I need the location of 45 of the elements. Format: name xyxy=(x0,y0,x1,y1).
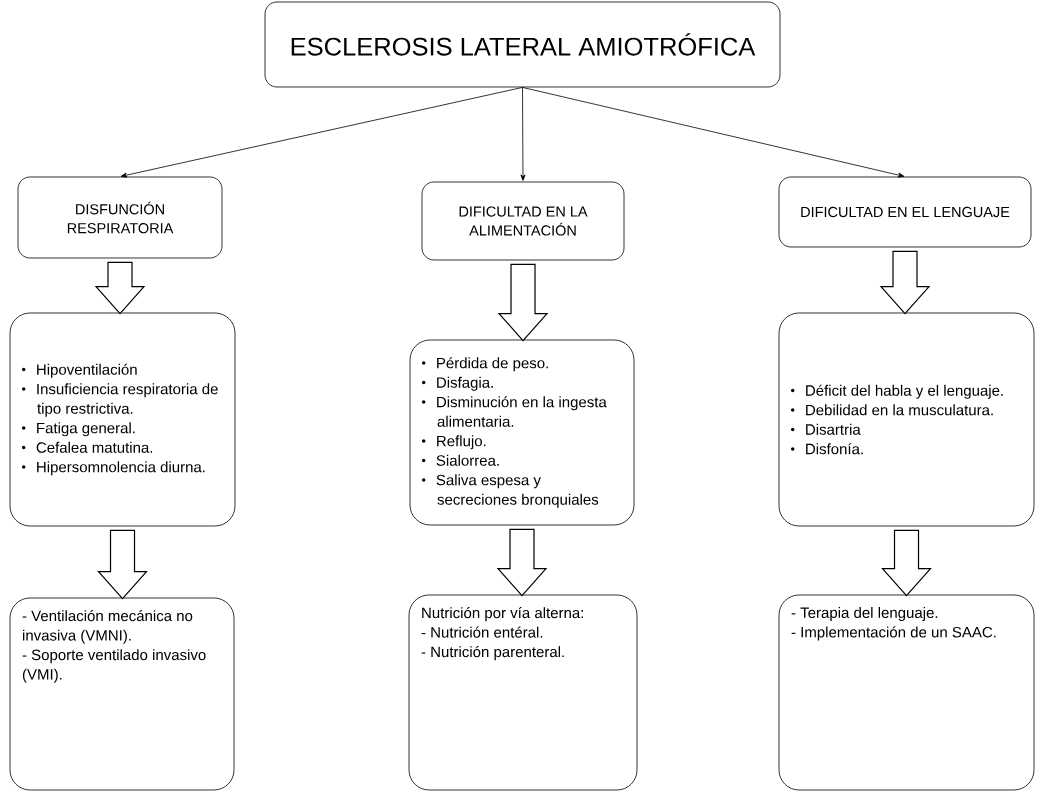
list-item: - Implementación de un SAAC. xyxy=(791,626,996,641)
heading-text: DIFICULTAD EN LA ALIMENTACIÓN xyxy=(459,206,588,236)
block-arrow xyxy=(97,529,148,600)
list-item: - Terapia del lenguaje. xyxy=(791,607,938,621)
rounded-box xyxy=(778,594,1035,791)
rounded-box xyxy=(9,312,236,527)
block-arrow xyxy=(94,261,146,315)
arrow xyxy=(520,87,526,181)
rounded-box xyxy=(778,176,1032,248)
list-item: - Ventilación mecánica no invasiva (VMNI). xyxy=(22,610,193,644)
list-item: Insuficiencia respiratoria de tipo restrictiva. xyxy=(37,383,218,417)
list-item: Disfagia. xyxy=(437,376,493,391)
list-item: Fatiga general. xyxy=(37,422,135,437)
list-item: Reflujo. xyxy=(437,435,486,450)
list-item: Saliva espesa y secreciones bronquiales xyxy=(436,474,599,508)
arrow xyxy=(522,87,905,178)
list-item: Sialorrea. xyxy=(436,454,499,466)
arrow xyxy=(120,87,523,178)
list-item: Disminución en la ingesta alimentaria. xyxy=(437,396,607,427)
list-item: Disartria xyxy=(806,423,861,435)
list-item: Debilidad en la musculatura. xyxy=(806,404,993,416)
block-arrow xyxy=(881,529,932,597)
rounded-box xyxy=(408,594,638,791)
list-item: - Soporte ventilado invasivo (VMI). xyxy=(22,649,206,683)
heading-text: ESCLEROSIS LATERAL AMIOTRÓFICA xyxy=(291,33,756,56)
heading-text: DIFICULTAD EN EL LENGUAJE xyxy=(801,206,1010,218)
list-item: Cefalea matutina. xyxy=(36,441,153,453)
list-item: - Nutrición parenteral. xyxy=(421,646,564,661)
list-item: Hipoventilación xyxy=(37,363,137,378)
block-arrow xyxy=(497,263,549,342)
list-item: Pérdida de peso. xyxy=(437,357,548,372)
list-item: Disfonía. xyxy=(806,443,863,455)
rounded-box xyxy=(9,597,235,791)
list-item: Déficit del habla y el lenguaje. xyxy=(806,384,1003,399)
block-arrow xyxy=(496,528,548,597)
rounded-box xyxy=(778,312,1035,527)
rounded-box xyxy=(17,176,223,259)
rounded-box xyxy=(409,339,635,526)
list-item: Hipersomnolencia diurna. xyxy=(37,461,205,476)
heading-text: DISFUNCIÓN RESPIRATORIA xyxy=(67,201,174,234)
rounded-box xyxy=(264,1,781,88)
list-item: - Nutrición entéral. xyxy=(421,626,543,638)
list-item: Nutrición por vía alterna: xyxy=(422,607,583,622)
block-arrow xyxy=(879,250,931,315)
rounded-box xyxy=(421,181,625,261)
